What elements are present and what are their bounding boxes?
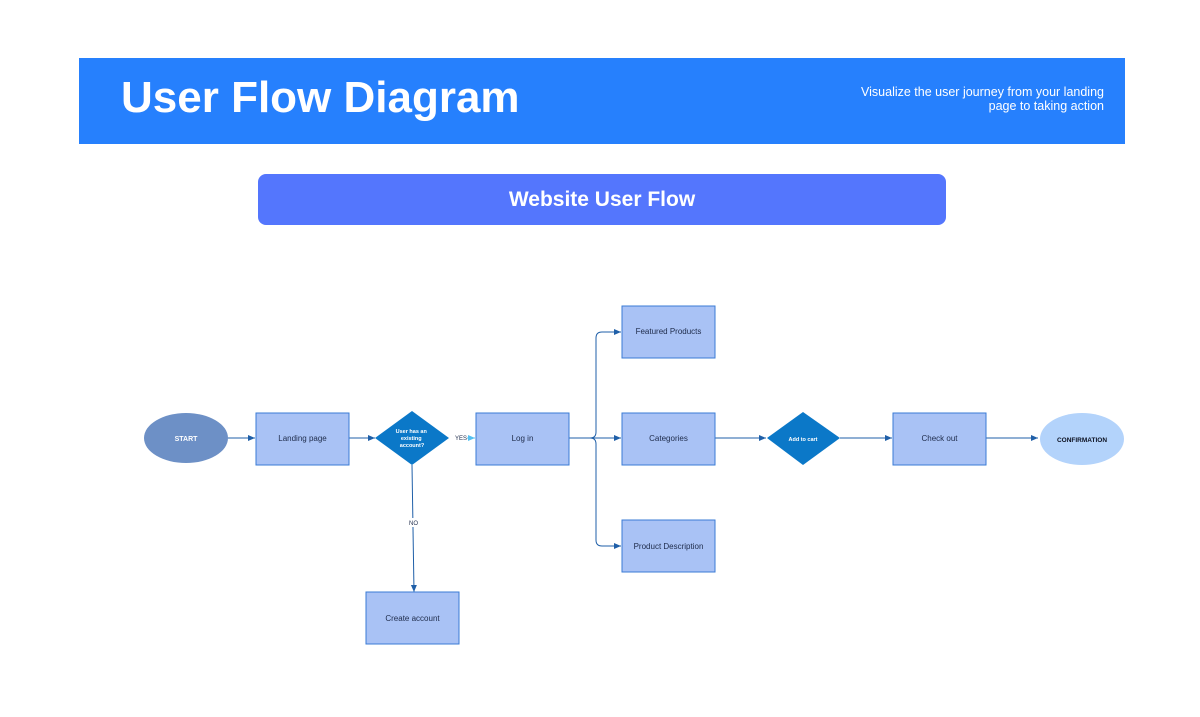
- node-confirmation-label: CONFIRMATION: [1057, 437, 1107, 444]
- node-log-in-label: Log in: [512, 434, 534, 443]
- node-landing-page: Landing page: [255, 412, 350, 466]
- node-check-out-label: Check out: [921, 434, 958, 443]
- node-product-description-label: Product Description: [634, 542, 704, 551]
- node-product-description: Product Description: [621, 519, 716, 573]
- header-bar: User Flow Diagram Visualize the user jou…: [79, 58, 1125, 144]
- node-start: START: [144, 413, 228, 463]
- node-add-to-cart-label: Add to cart: [788, 437, 817, 443]
- page-subtitle: Visualize the user journey from your lan…: [861, 85, 1104, 113]
- edge-decision-no-to-create: [410, 464, 417, 593]
- section-banner: Website User Flow: [258, 174, 946, 225]
- node-featured-products-label: Featured Products: [636, 327, 702, 336]
- edge-label-no: NO: [409, 521, 418, 527]
- decision-line-1: User has an: [396, 429, 428, 435]
- node-check-out: Check out: [892, 412, 987, 466]
- edge-login-to-featured: [569, 329, 621, 439]
- node-categories: Categories: [621, 412, 716, 466]
- page-title: User Flow Diagram: [121, 73, 520, 122]
- node-confirmation: CONFIRMATION: [1040, 413, 1124, 465]
- node-start-label: START: [175, 436, 199, 443]
- node-add-to-cart: Add to cart: [767, 412, 840, 465]
- svg-text:User has an existing: User has an existing account?: [396, 429, 429, 449]
- node-log-in: Log in: [475, 412, 570, 466]
- node-create-account-label: Create account: [385, 614, 440, 623]
- edge-label-yes: YES: [455, 436, 467, 442]
- node-landing-page-label: Landing page: [278, 434, 327, 443]
- decision-line-3: account?: [400, 443, 425, 449]
- edge-login-to-product-desc: [569, 437, 621, 549]
- node-featured-products: Featured Products: [621, 305, 716, 359]
- node-create-account: Create account: [365, 591, 460, 645]
- decision-line-2: existing: [401, 436, 422, 442]
- edges: [228, 329, 1038, 593]
- node-decision-existing-account: User has an existing account?: [375, 411, 449, 465]
- node-categories-label: Categories: [649, 434, 688, 443]
